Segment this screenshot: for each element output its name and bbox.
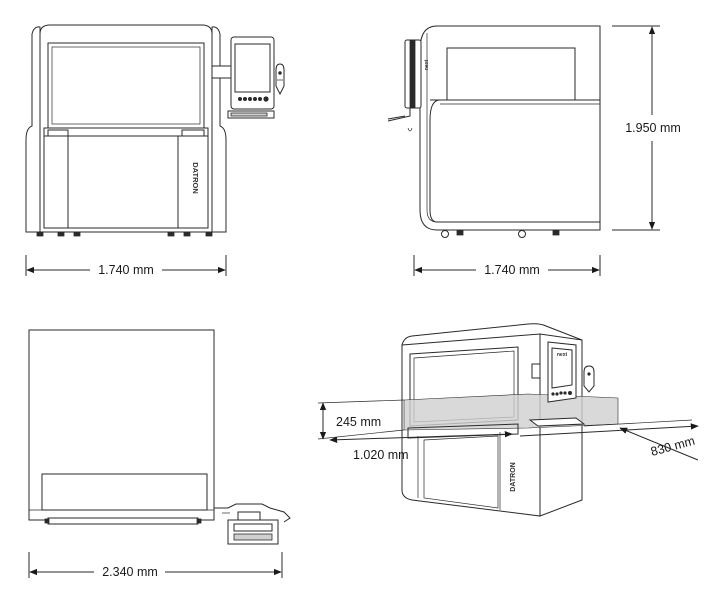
- side-view: next 1.950 mm 1.740 mm: [387, 25, 681, 277]
- front-brand-logo: DATRON: [191, 162, 200, 194]
- back-view: 2.340 mm: [28, 329, 291, 579]
- iso-opening-height-label: 245 mm: [336, 415, 381, 429]
- side-width-label: 1.740 mm: [484, 263, 540, 277]
- iso-opening-width-label: 1.020 mm: [353, 448, 409, 462]
- front-width-label: 1.740 mm: [98, 263, 154, 277]
- iso-view: DATRON next 245 mm 1.020 mm 830 mm: [317, 323, 699, 517]
- front-view: DATRON 1.740 mm: [25, 24, 285, 277]
- iso-depth-label: 830 mm: [649, 434, 696, 459]
- side-height-label: 1.950 mm: [625, 121, 681, 135]
- iso-brand-logo: DATRON: [510, 462, 517, 491]
- iso-panel-brand: next: [557, 352, 568, 358]
- back-width-label: 2.340 mm: [102, 565, 158, 579]
- side-panel-brand: next: [424, 60, 430, 71]
